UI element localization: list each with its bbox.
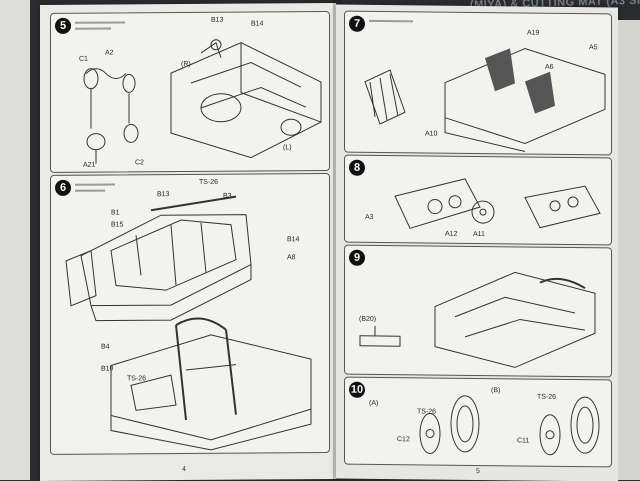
step-9-panel: 9 (B20) bbox=[344, 244, 612, 378]
step-8-panel: 8 A3 A12 A11 bbox=[344, 154, 612, 246]
dashboard-mounting-drawing bbox=[359, 271, 596, 368]
page-number: 4 bbox=[182, 466, 186, 474]
part-label: A2 bbox=[105, 49, 114, 57]
dashboard-drawing bbox=[394, 178, 601, 229]
part-label: C2 bbox=[135, 159, 144, 167]
part-label: TS-26 bbox=[199, 178, 219, 186]
step-6-panel: 6 B13 B1 B15 bbox=[50, 173, 330, 455]
chassis-rollcage-drawing bbox=[65, 195, 312, 451]
part-label: B15 bbox=[111, 221, 124, 229]
page-number: 5 bbox=[476, 467, 480, 476]
part-label: A19 bbox=[527, 29, 540, 37]
wheel-assembly-drawing bbox=[419, 395, 600, 456]
part-label: B13 bbox=[211, 16, 224, 24]
part-label: (R) bbox=[181, 60, 191, 69]
part-label: A11 bbox=[473, 230, 485, 239]
instruction-page-right: 7 A19 A5 A6 A10 8 bbox=[336, 4, 618, 481]
part-label: A8 bbox=[287, 254, 296, 262]
part-label: C12 bbox=[397, 436, 410, 444]
seat-installation-drawing bbox=[364, 47, 606, 152]
previous-page-edge bbox=[0, 0, 30, 480]
part-label: TS-26 bbox=[127, 375, 147, 383]
part-label: A12 bbox=[445, 230, 458, 238]
part-label: A10 bbox=[425, 130, 438, 138]
next-page-edge bbox=[618, 20, 640, 480]
step-5-panel: 5 B13 B14 C1 bbox=[50, 11, 330, 173]
part-label: TS-26 bbox=[537, 393, 557, 401]
part-label: (A) bbox=[369, 399, 379, 407]
part-label: A5 bbox=[589, 44, 598, 52]
part-label: B14 bbox=[251, 20, 264, 28]
part-label: (B20) bbox=[359, 315, 377, 323]
part-label: B14 bbox=[287, 236, 300, 244]
part-label: B3 bbox=[223, 192, 232, 200]
part-label: A6 bbox=[545, 63, 554, 71]
suspension-assembly-drawing bbox=[83, 39, 322, 164]
part-label: C11 bbox=[517, 437, 530, 445]
part-label: (L) bbox=[283, 144, 292, 152]
part-label: B13 bbox=[157, 191, 170, 199]
step-7-panel: 7 A19 A5 A6 A10 bbox=[344, 10, 612, 156]
step-10-panel: 10 (A) (B) C12 C11 TS-26 TS-26 bbox=[344, 376, 612, 468]
instruction-page-left: 5 B13 B14 C1 bbox=[40, 2, 336, 481]
part-label: A3 bbox=[365, 213, 374, 221]
part-label: C1 bbox=[79, 55, 88, 63]
part-label: B1 bbox=[111, 209, 120, 217]
part-label: A21 bbox=[83, 161, 96, 169]
part-label: B10 bbox=[101, 365, 114, 373]
part-label: (B) bbox=[491, 387, 501, 395]
part-label: B4 bbox=[101, 343, 110, 351]
part-label: TS-26 bbox=[417, 408, 437, 416]
